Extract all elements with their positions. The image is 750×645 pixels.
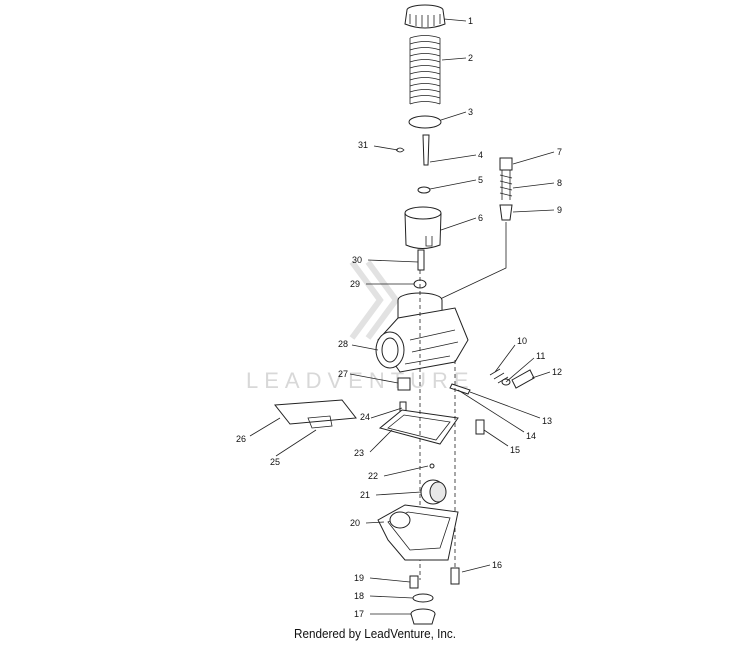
part-19-drain-screw <box>409 575 419 589</box>
callout-26: 26 <box>236 434 246 444</box>
part-16-screw <box>450 567 460 585</box>
callout-20: 20 <box>350 518 360 528</box>
part-7-9-pilot-assembly <box>437 157 513 301</box>
part-5-washer <box>417 186 431 194</box>
callout-31: 31 <box>358 140 368 150</box>
part-10-14-idle-screw <box>449 368 535 395</box>
callout-17: 17 <box>354 609 364 619</box>
part-27-main-jet <box>397 377 411 391</box>
callout-6: 6 <box>478 213 483 223</box>
callout-28: 28 <box>338 339 348 349</box>
watermark: LEADVENTURE <box>246 260 475 393</box>
callout-4: 4 <box>478 150 483 160</box>
part-15-screw <box>475 419 485 435</box>
callout-15: 15 <box>510 445 520 455</box>
callout-30: 30 <box>352 255 362 265</box>
centerline <box>419 270 456 580</box>
callout-27: 27 <box>338 369 348 379</box>
part-2-spring <box>409 35 441 105</box>
part-3-plate <box>408 115 442 129</box>
callout-24: 24 <box>360 412 370 422</box>
callout-23: 23 <box>354 448 364 458</box>
part-6-throttle-valve <box>404 206 442 249</box>
callout-2: 2 <box>468 53 473 63</box>
callout-18: 18 <box>354 591 364 601</box>
watermark-text: LEADVENTURE <box>246 368 475 393</box>
callout-25: 25 <box>270 457 280 467</box>
callout-22: 22 <box>368 471 378 481</box>
callout-11: 11 <box>536 351 545 361</box>
footer-credit: Rendered by LeadVenture, Inc. <box>294 626 456 641</box>
callout-29: 29 <box>350 279 360 289</box>
part-22-pin <box>429 463 435 469</box>
leader-lines <box>249 18 555 615</box>
callout-3: 3 <box>468 107 473 117</box>
part-1-cap <box>404 4 446 29</box>
callout-9: 9 <box>557 205 562 215</box>
callout-14: 14 <box>526 431 536 441</box>
part-17-plug <box>410 608 436 625</box>
callout-21: 21 <box>360 490 370 500</box>
callout-7: 7 <box>557 147 562 157</box>
part-23-gasket <box>378 409 459 445</box>
callout-labels: 1 2 3 4 5 6 7 8 9 10 11 12 13 14 15 16 1… <box>236 16 562 619</box>
part-31-clip <box>395 147 405 153</box>
callout-1: 1 <box>468 16 473 26</box>
part-25-26-gasket-plate <box>274 399 357 429</box>
callout-19: 19 <box>354 573 364 583</box>
part-21-float <box>420 479 447 505</box>
callout-16: 16 <box>492 560 502 570</box>
part-20-float-bowl <box>377 504 459 561</box>
part-28-carburetor-body <box>375 292 469 373</box>
callout-8: 8 <box>557 178 562 188</box>
part-18-o-ring <box>412 593 434 603</box>
part-4-needle <box>422 134 430 166</box>
callout-12: 12 <box>552 367 562 377</box>
callout-5: 5 <box>478 175 483 185</box>
part-30-screw <box>417 249 425 271</box>
callout-10: 10 <box>517 336 527 346</box>
callout-13: 13 <box>542 416 552 426</box>
